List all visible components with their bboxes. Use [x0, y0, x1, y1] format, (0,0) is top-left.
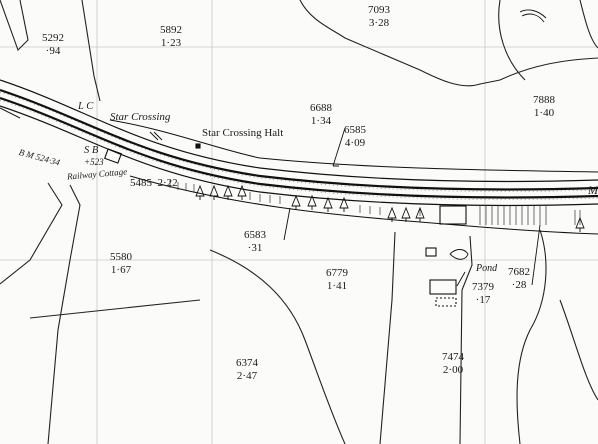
parcel-number: 7093 [368, 4, 390, 16]
parcel-number: 7682 [508, 266, 530, 278]
parcel-area: ·28 [511, 279, 527, 291]
spot-height-label: +523 [84, 157, 104, 167]
level-crossing-label: L C [78, 101, 94, 112]
railway-line [0, 79, 598, 235]
parcel-area: 3·28 [368, 17, 390, 29]
embankment-hachures [169, 180, 581, 225]
parcel-area: ·17 [475, 294, 491, 306]
star-crossing-label: Star Crossing [110, 111, 171, 123]
signal-box-label: S B [84, 145, 99, 156]
parcel-number: 7379 [472, 281, 494, 293]
parcel-number: 5292 [42, 32, 64, 44]
parcel-number: 6585 [344, 124, 366, 136]
parcel-6583: 6583·31 [244, 230, 266, 254]
pond-and-ticks [149, 9, 547, 287]
parcel-area: ·94 [45, 45, 61, 57]
parcel-number: 7888 [533, 94, 555, 106]
parcel-number: 6688 [310, 102, 332, 114]
parcel-number: 6374 [236, 357, 258, 369]
parcel-area: 2·22 [157, 177, 178, 189]
halt-label: Star Crossing Halt [202, 127, 284, 139]
parcel-number: 5485 [130, 177, 152, 189]
tree-symbols [195, 184, 585, 232]
parcel-7379: 7379·17 [472, 282, 494, 306]
parcel-area: 1·41 [326, 280, 348, 292]
parcel-area: 2·47 [236, 370, 258, 382]
milepost-label: M [588, 183, 598, 197]
parcel-5292: 5292·94 [42, 33, 64, 57]
parcel-area: ·31 [247, 242, 263, 254]
parcel-area: 4·09 [344, 137, 366, 149]
parcel-5485: 5485 2·22 [130, 178, 178, 189]
parcel-number: 6779 [326, 267, 348, 279]
parcel-area: 1·67 [110, 264, 132, 276]
parcel-7682: 7682·28 [508, 267, 530, 291]
buildings [104, 143, 467, 307]
parcel-area: 2·00 [442, 364, 464, 376]
parcel-number: 6583 [244, 229, 266, 241]
parcel-number: 5580 [110, 251, 132, 263]
parcel-number: 7474 [442, 351, 464, 363]
pond-label: Pond [476, 263, 498, 274]
parcel-area: 1·23 [160, 37, 182, 49]
parcel-number: 5892 [160, 24, 182, 36]
parcel-area: 1·40 [533, 107, 555, 119]
parcel-area: 1·34 [310, 115, 332, 127]
